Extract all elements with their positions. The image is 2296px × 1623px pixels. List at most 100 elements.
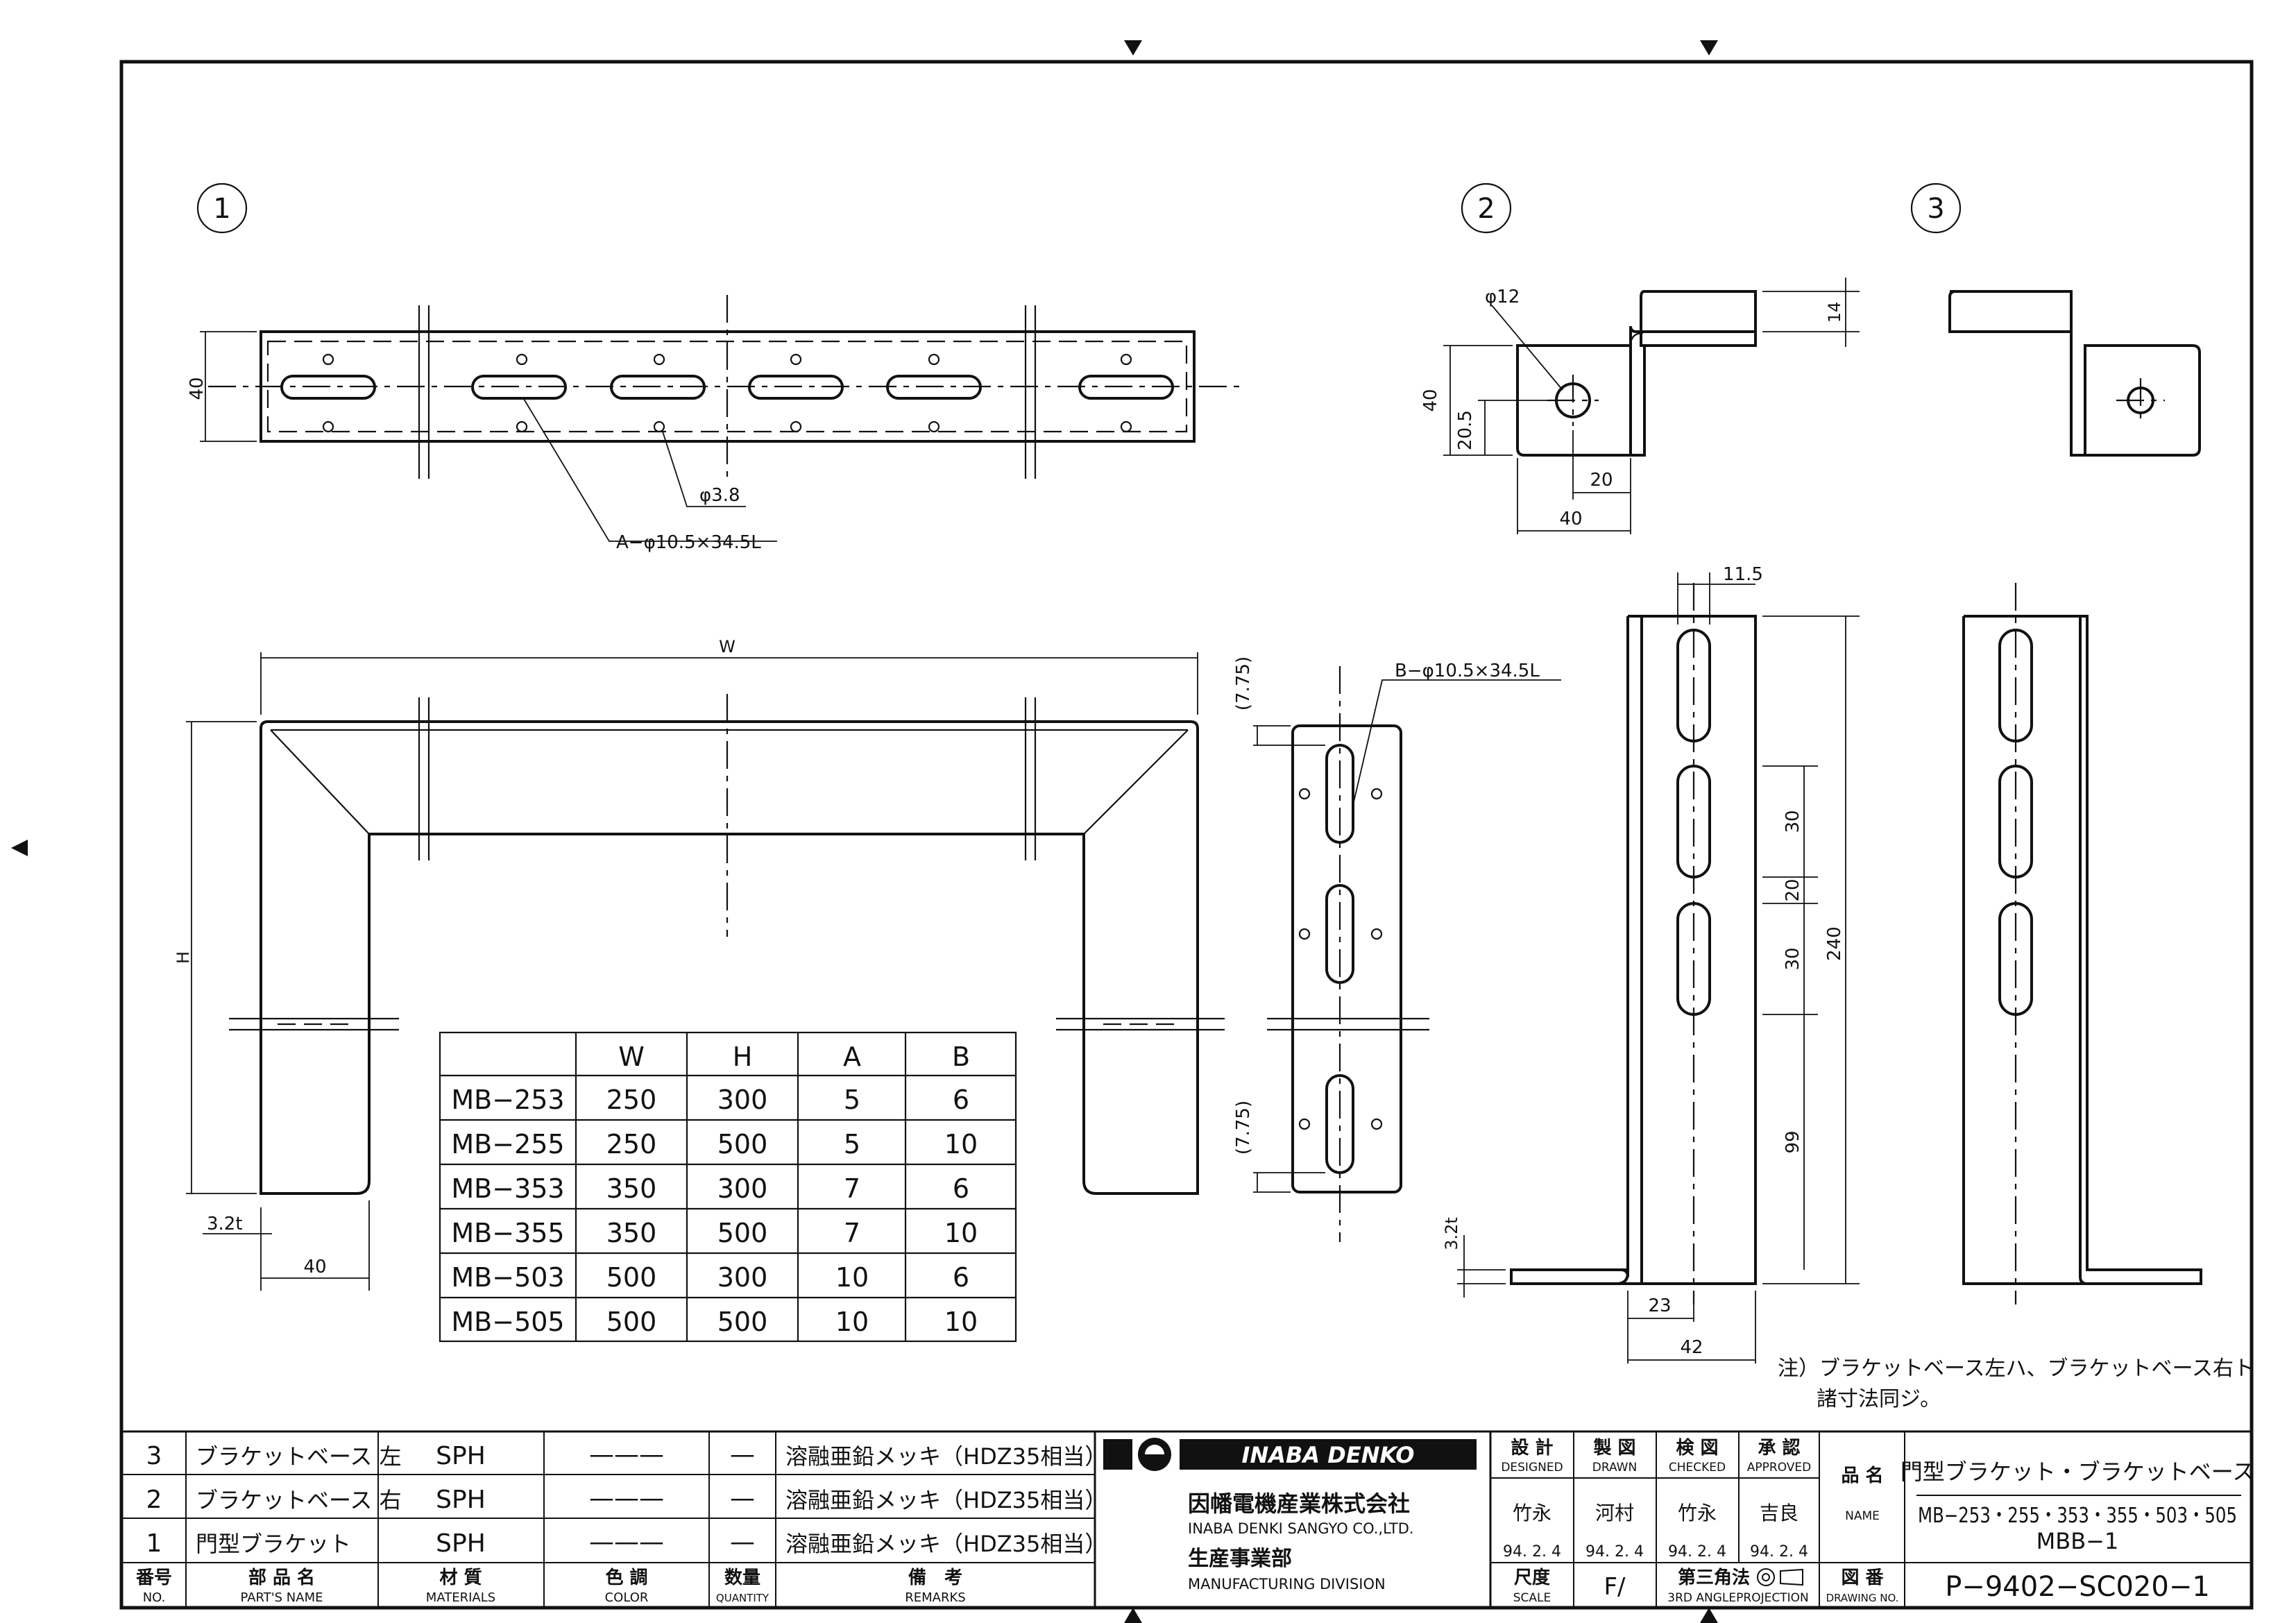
size-row-4-b: 6 xyxy=(953,1262,969,1293)
phi12-label: φ12 xyxy=(1485,287,1520,307)
part-row-1-material: SPH xyxy=(436,1486,486,1514)
part-row-2-color: ——— xyxy=(589,1528,664,1556)
drawn-by: 河村 xyxy=(1595,1502,1634,1524)
sheet-border xyxy=(119,60,2254,1610)
part-row-2-no: 1 xyxy=(146,1529,162,1558)
view-marker-3: 3 xyxy=(1910,182,1962,234)
part-row-0-qty: — xyxy=(730,1441,755,1469)
size-row-2-w: 350 xyxy=(606,1173,657,1204)
size-row-0-model: MB−253 xyxy=(451,1085,564,1115)
projection-label-jp: 第三角法 xyxy=(1678,1567,1750,1588)
division-jp: 生産事業部 xyxy=(1188,1547,1292,1571)
approved-label-jp: 承 認 xyxy=(1758,1437,1800,1459)
drawing-no-label-jp: 図 番 xyxy=(1841,1567,1884,1588)
header-color-en: COLOR xyxy=(605,1590,649,1605)
part-row-1-remarks: 溶融亜鉛メッキ（HDZ35相当） xyxy=(785,1487,1107,1513)
size-row-3-b: 10 xyxy=(944,1218,978,1248)
title-line-1: 門型ブラケット・ブラケットベース xyxy=(1900,1459,2254,1485)
size-row-0-a: 5 xyxy=(844,1085,860,1115)
size-row-4-w: 500 xyxy=(606,1262,657,1293)
view2-base-right: φ12 14 40 20.5 20 40 xyxy=(1420,278,1860,534)
size-row-2-a: 7 xyxy=(844,1173,860,1204)
dim-w: W xyxy=(719,637,735,656)
title-line-3: MBB−1 xyxy=(2036,1528,2119,1554)
part-row-2-name: 門型ブラケット xyxy=(196,1531,351,1557)
size-row-5-b: 10 xyxy=(944,1307,978,1337)
company-name-en: INABA DENKI SANGYO CO.,LTD. xyxy=(1188,1520,1414,1537)
scale-value: F/ xyxy=(1604,1573,1626,1601)
view-2-number: 2 xyxy=(1477,193,1495,225)
size-header-a: A xyxy=(843,1042,861,1072)
designed-label-en: DESIGNED xyxy=(1501,1461,1563,1475)
dim-40-base: 40 xyxy=(1559,509,1582,529)
view1-side-strip: (7.75) (7.75) B−φ10.5×34.5L xyxy=(1233,656,1561,1242)
header-remarks-jp: 備 考 xyxy=(908,1567,962,1588)
center-mark-top-2 xyxy=(1700,40,1718,56)
view2-elevation: 11.5 30 20 30 99 240 3.2t 23 42 xyxy=(1442,564,1860,1363)
dim-40-side: 40 xyxy=(1420,389,1441,411)
company-block: INABA DENKO 因幡電機産業株式会社 INABA DENKI SANGY… xyxy=(1103,1438,1477,1592)
part-row-1-qty: — xyxy=(730,1484,755,1513)
size-row-0-w: 250 xyxy=(606,1085,657,1115)
drawing-number: P−9402−SC020−1 xyxy=(1945,1571,2210,1603)
header-color-jp: 色 調 xyxy=(605,1567,647,1588)
size-row-5-model: MB−505 xyxy=(451,1307,564,1337)
size-row-2-model: MB−353 xyxy=(451,1173,564,1204)
view3-base-left xyxy=(1948,290,2201,457)
dim-42: 42 xyxy=(1680,1337,1703,1358)
hole-38-label: φ3.8 xyxy=(699,485,740,506)
title-label-jp: 品 名 xyxy=(1841,1465,1883,1486)
size-row-2-b: 6 xyxy=(953,1173,969,1204)
dim-23: 23 xyxy=(1648,1295,1671,1316)
center-mark-top-1 xyxy=(1124,40,1142,56)
note-line-2: 諸寸法同ジ。 xyxy=(1817,1387,1941,1411)
size-table: W H A B MB−253 250 300 5 6 MB−255 250 50… xyxy=(439,1031,1017,1343)
size-row-5-a: 10 xyxy=(835,1307,869,1337)
division-en: MANUFACTURING DIVISION xyxy=(1188,1576,1386,1592)
view-3-number: 3 xyxy=(1927,193,1944,225)
size-row-0-h: 300 xyxy=(717,1085,768,1115)
title-label-en: NAME xyxy=(1845,1509,1880,1523)
size-header-b: B xyxy=(952,1042,970,1072)
approved-by: 吉良 xyxy=(1760,1502,1798,1524)
dim-32t: 3.2t xyxy=(207,1214,243,1234)
part-row-0-material: SPH xyxy=(436,1442,486,1470)
checked-label-en: CHECKED xyxy=(1669,1461,1726,1475)
dim-99: 99 xyxy=(1783,1130,1803,1153)
checked-by: 竹永 xyxy=(1678,1502,1717,1524)
dim-775-top: (7.75) xyxy=(1233,656,1254,711)
header-name-en: PART'S NAME xyxy=(241,1590,323,1605)
header-remarks-en: REMARKS xyxy=(905,1590,965,1605)
center-mark-bottom-2 xyxy=(1700,1608,1718,1623)
size-row-4-model: MB−503 xyxy=(451,1262,564,1293)
dim-32t-b: 3.2t xyxy=(1442,1217,1461,1250)
header-no-jp: 番号 xyxy=(136,1567,172,1588)
part-row-2-remarks: 溶融亜鉛メッキ（HDZ35相当） xyxy=(785,1531,1107,1557)
title-block: 3 ブラケットベース 左 SPH ——— — 溶融亜鉛メッキ（HDZ35相当） … xyxy=(121,1430,2254,1608)
size-row-4-a: 10 xyxy=(835,1262,869,1293)
dim-115: 11.5 xyxy=(1723,564,1763,585)
part-row-1-color: ——— xyxy=(589,1484,664,1513)
view1-top-strip: 40 A−φ10.5×34.5L φ3.8 xyxy=(187,295,1242,553)
size-row-3-model: MB−355 xyxy=(451,1218,564,1248)
scale-label-en: SCALE xyxy=(1513,1591,1551,1605)
drawn-label-jp: 製 図 xyxy=(1593,1438,1635,1459)
part-row-1-name: ブラケットベース 右 xyxy=(196,1487,402,1513)
designed-by: 竹永 xyxy=(1513,1502,1551,1524)
checked-label-jp: 検 図 xyxy=(1676,1438,1718,1459)
view3-elevation xyxy=(1962,583,2202,1305)
logo-mark-left xyxy=(1103,1439,1132,1470)
logo-banner xyxy=(1180,1439,1477,1470)
dim-30b: 30 xyxy=(1783,947,1803,970)
size-row-2-h: 300 xyxy=(717,1173,768,1204)
size-row-1-model: MB−255 xyxy=(451,1129,564,1159)
dim-20b: 20 xyxy=(1783,878,1803,901)
dim-40-bottom: 40 xyxy=(303,1257,326,1277)
slot-a-label: A−φ10.5×34.5L xyxy=(616,532,761,553)
header-name-jp: 部 品 名 xyxy=(248,1567,315,1588)
approved-label-en: APPROVED xyxy=(1747,1461,1812,1475)
dim-40-top: 40 xyxy=(187,377,207,400)
dim-30a: 30 xyxy=(1783,810,1803,833)
approved-date: 94. 2. 4 xyxy=(1750,1543,1808,1561)
dim-14: 14 xyxy=(1825,302,1844,323)
